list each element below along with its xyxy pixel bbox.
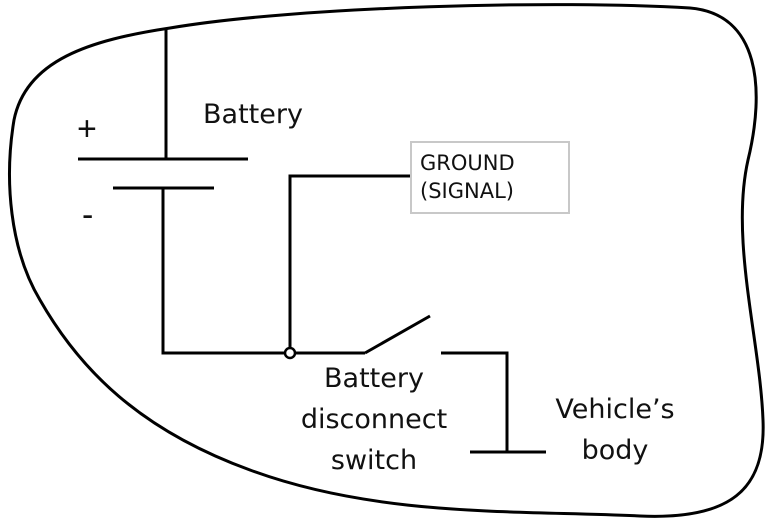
- switch-output-wire: [441, 351, 509, 452]
- junction-node: [283, 346, 297, 360]
- battery-plus-sign: +: [77, 110, 97, 148]
- body-label-line2: body: [581, 435, 649, 466]
- switch-label-line1: Battery: [324, 363, 424, 394]
- ground-signal-wire: [288, 174, 410, 353]
- vehicle-boundary: [8, 3, 765, 518]
- battery-minus-sign: -: [82, 196, 94, 234]
- switch-label-line3: switch: [330, 445, 418, 476]
- switch-label: Battery disconnect switch: [292, 358, 456, 481]
- ground-label-line2: (SIGNAL): [420, 179, 514, 203]
- battery-label: Battery: [203, 99, 303, 130]
- battery-negative-wire: [161, 188, 290, 355]
- switch-blade: [364, 314, 431, 355]
- ground-label-line1: GROUND: [420, 151, 515, 175]
- switch-label-line2: disconnect: [300, 404, 448, 435]
- body-label-line1: Vehicle’s: [555, 394, 675, 425]
- ground-signal-box: GROUND (SIGNAL): [410, 141, 570, 214]
- ground-signal-text: GROUND (SIGNAL): [420, 149, 515, 205]
- vehicle-body-label: Vehicle’s body: [545, 389, 685, 471]
